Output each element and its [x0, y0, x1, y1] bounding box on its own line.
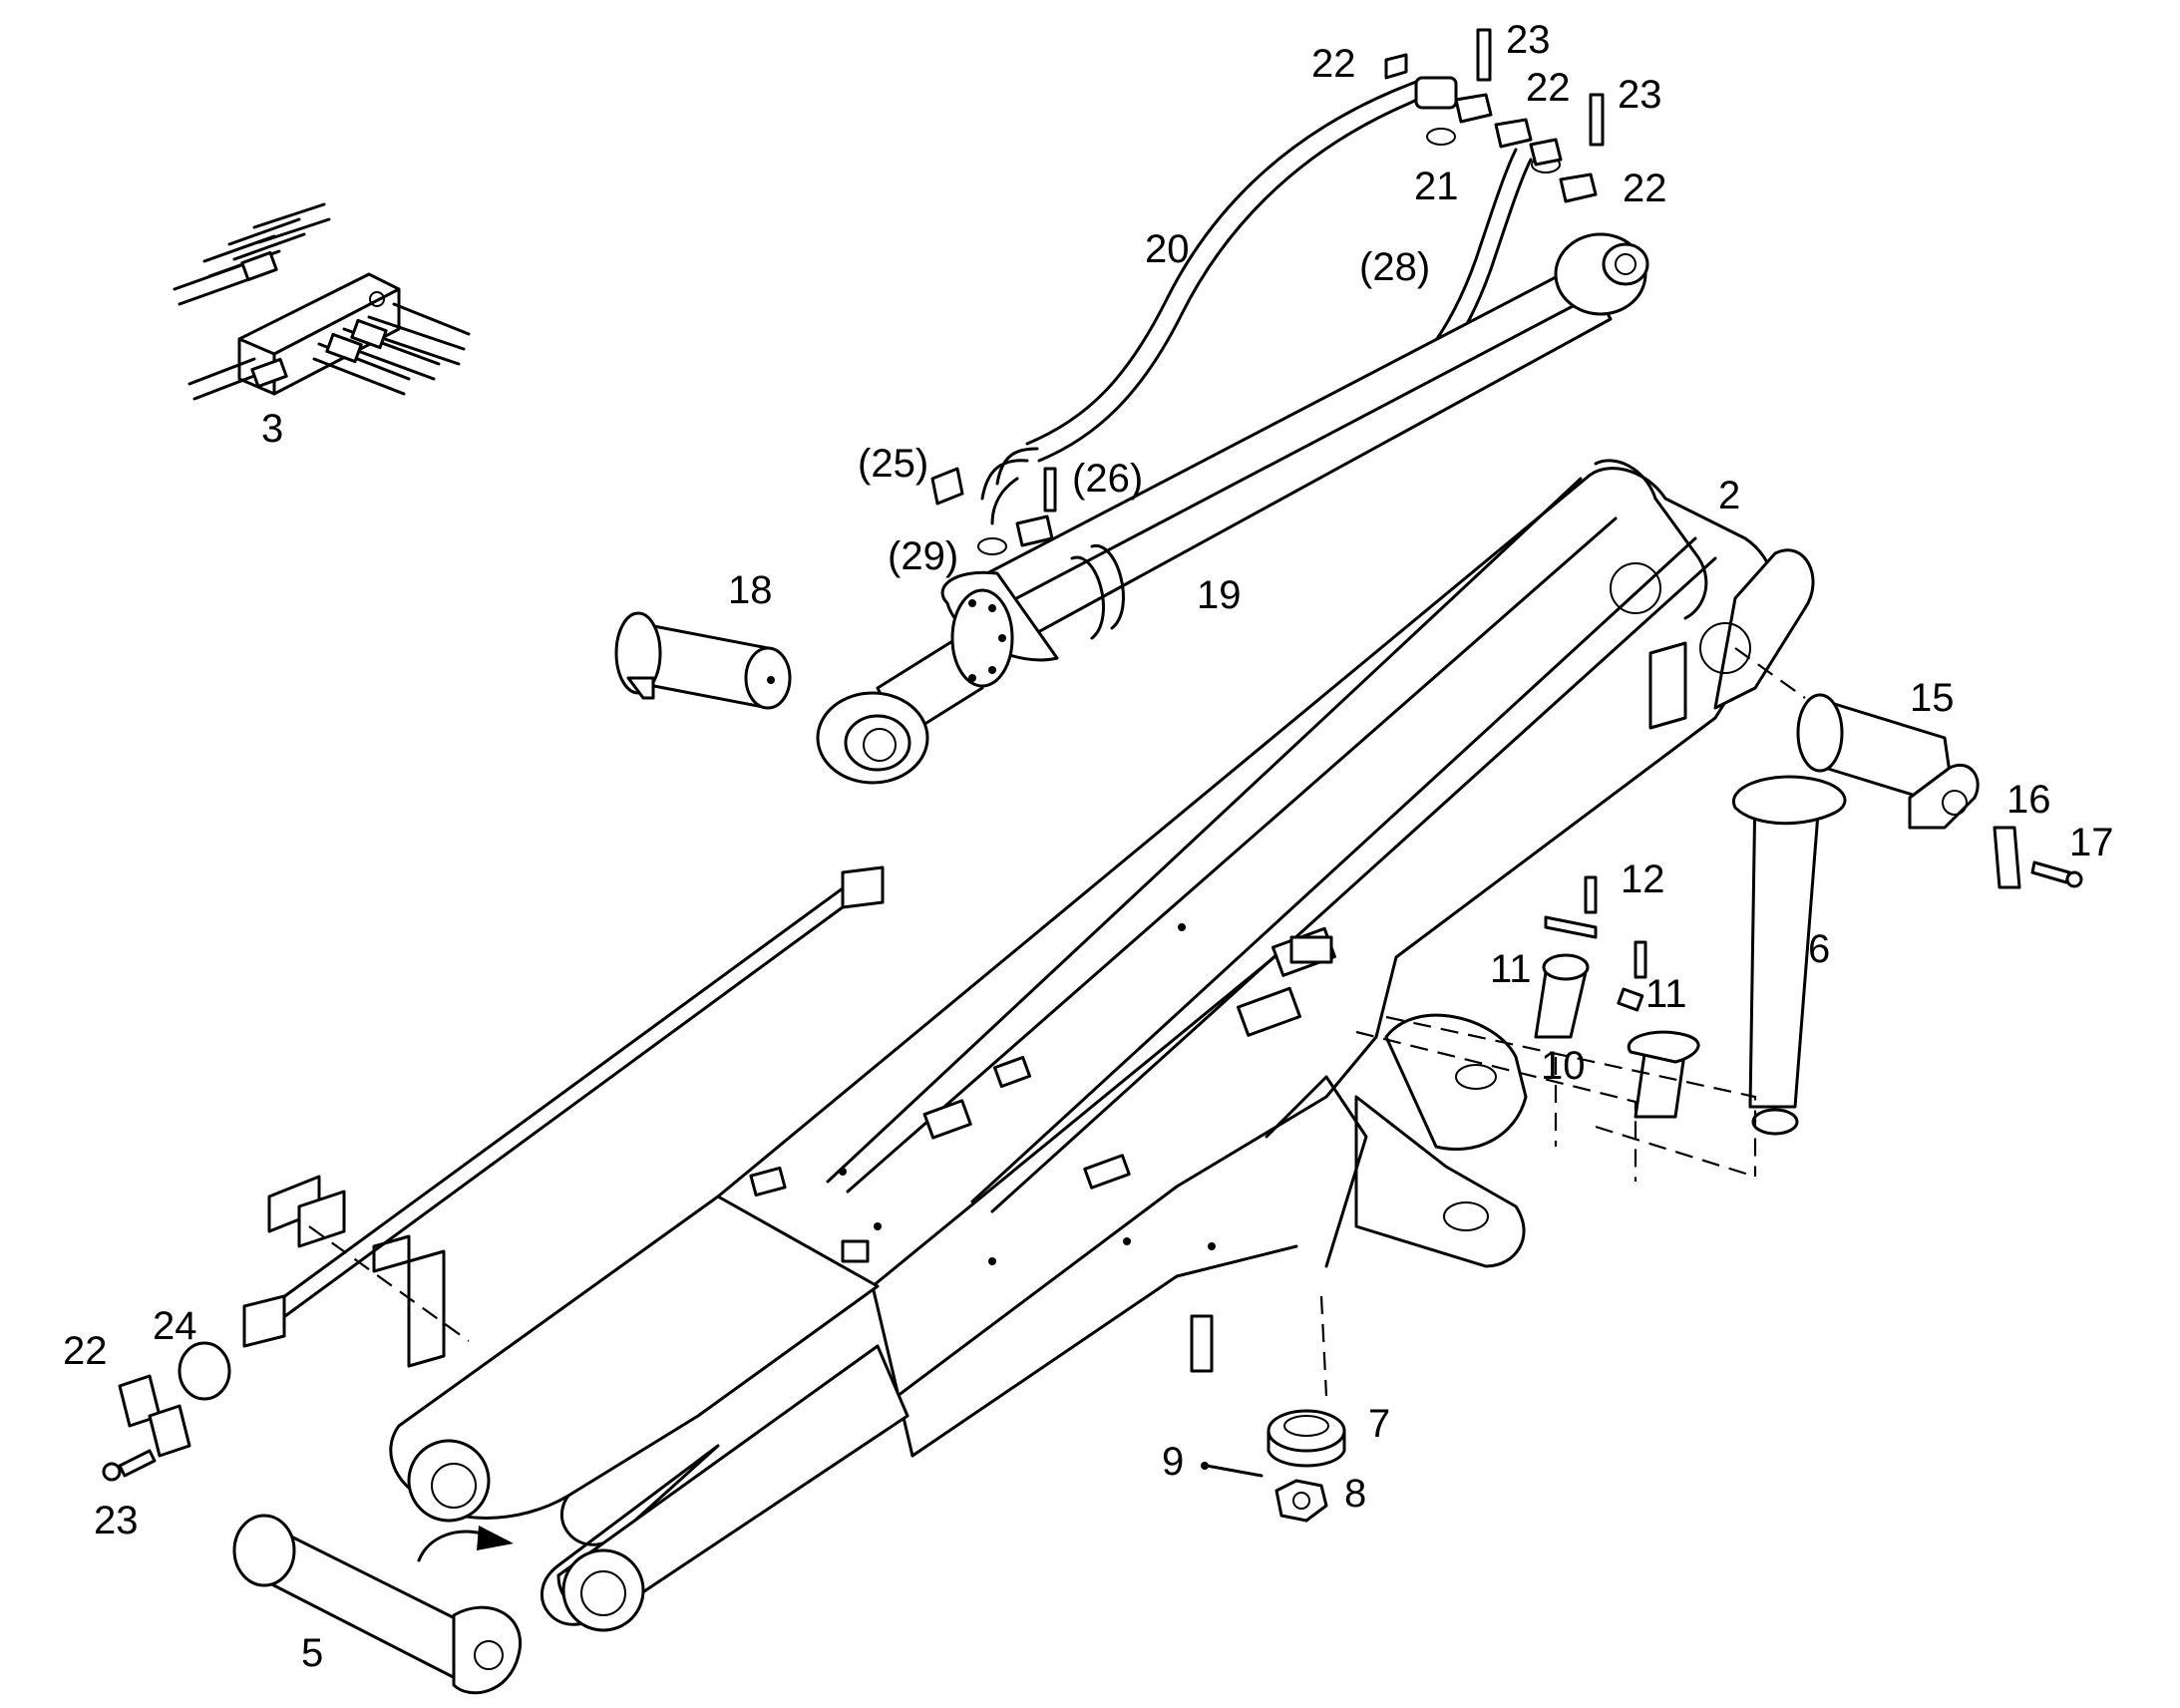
callout-21: 21 — [1414, 165, 1459, 208]
callouts: 2 3 5 6 7 8 9 10 11 11 12 15 16 17 18 19… — [63, 18, 2114, 1675]
callout-3: 3 — [261, 407, 283, 451]
pin-part-6 — [1731, 775, 1847, 1136]
boom-part-2 — [267, 459, 1815, 1632]
callout-24: 24 — [153, 1304, 197, 1348]
callout-19: 19 — [1197, 573, 1242, 617]
callout-22b: 22 — [1526, 66, 1571, 110]
callout-8: 8 — [1344, 1472, 1366, 1516]
callout-7: 7 — [1368, 1402, 1390, 1446]
bolts-12 — [1544, 875, 1647, 979]
hose-20 — [980, 76, 1458, 501]
bushing-part-7 — [1267, 1409, 1346, 1468]
callout-12: 12 — [1621, 857, 1665, 901]
callout-16: 16 — [2006, 778, 2051, 822]
bolt-part-17 — [2030, 860, 2083, 888]
lube-line — [242, 865, 885, 1348]
callout-11a: 11 — [1490, 947, 1532, 991]
callout-29: (29) — [888, 534, 958, 578]
cover-part-24 — [178, 1341, 231, 1401]
pin-part-18 — [614, 611, 792, 710]
callout-11b: 11 — [1645, 972, 1687, 1016]
callout-15: 15 — [1910, 676, 1955, 720]
valve-block-part-3 — [173, 202, 471, 401]
callout-23a: 23 — [1506, 18, 1551, 62]
pin-part-5 — [232, 1514, 522, 1695]
callout-25: (25) — [858, 442, 928, 486]
cylinder-part-19 — [816, 232, 1649, 785]
bolt-part-23 — [102, 1449, 157, 1482]
retainer-part-16 — [1993, 826, 2021, 889]
callout-23c: 23 — [94, 1499, 139, 1542]
callout-23b: 23 — [1618, 73, 1662, 117]
pin-part-11 — [1534, 953, 1644, 1039]
callout-17: 17 — [2069, 821, 2114, 864]
callout-22c: 22 — [1623, 167, 1667, 210]
dashed-centerlines — [308, 647, 1806, 1397]
pin-part-9 — [1201, 1462, 1264, 1478]
callout-10: 10 — [1541, 1044, 1586, 1088]
callout-9: 9 — [1162, 1440, 1184, 1484]
callout-26: (26) — [1072, 457, 1143, 501]
callout-5: 5 — [301, 1631, 323, 1675]
fittings-top — [1384, 28, 1605, 203]
callout-28: (28) — [1359, 245, 1430, 289]
callout-6: 6 — [1808, 927, 1830, 971]
pin-part-10 — [1627, 1030, 1700, 1119]
pin-part-15 — [1796, 693, 1980, 830]
callout-20: 20 — [1145, 227, 1190, 271]
clamps-part-22 — [118, 1374, 191, 1458]
callout-18: 18 — [728, 568, 773, 612]
callout-22d: 22 — [63, 1329, 108, 1373]
callout-22a: 22 — [1311, 42, 1356, 86]
nut-part-8 — [1274, 1479, 1328, 1523]
callout-2: 2 — [1718, 474, 1740, 517]
